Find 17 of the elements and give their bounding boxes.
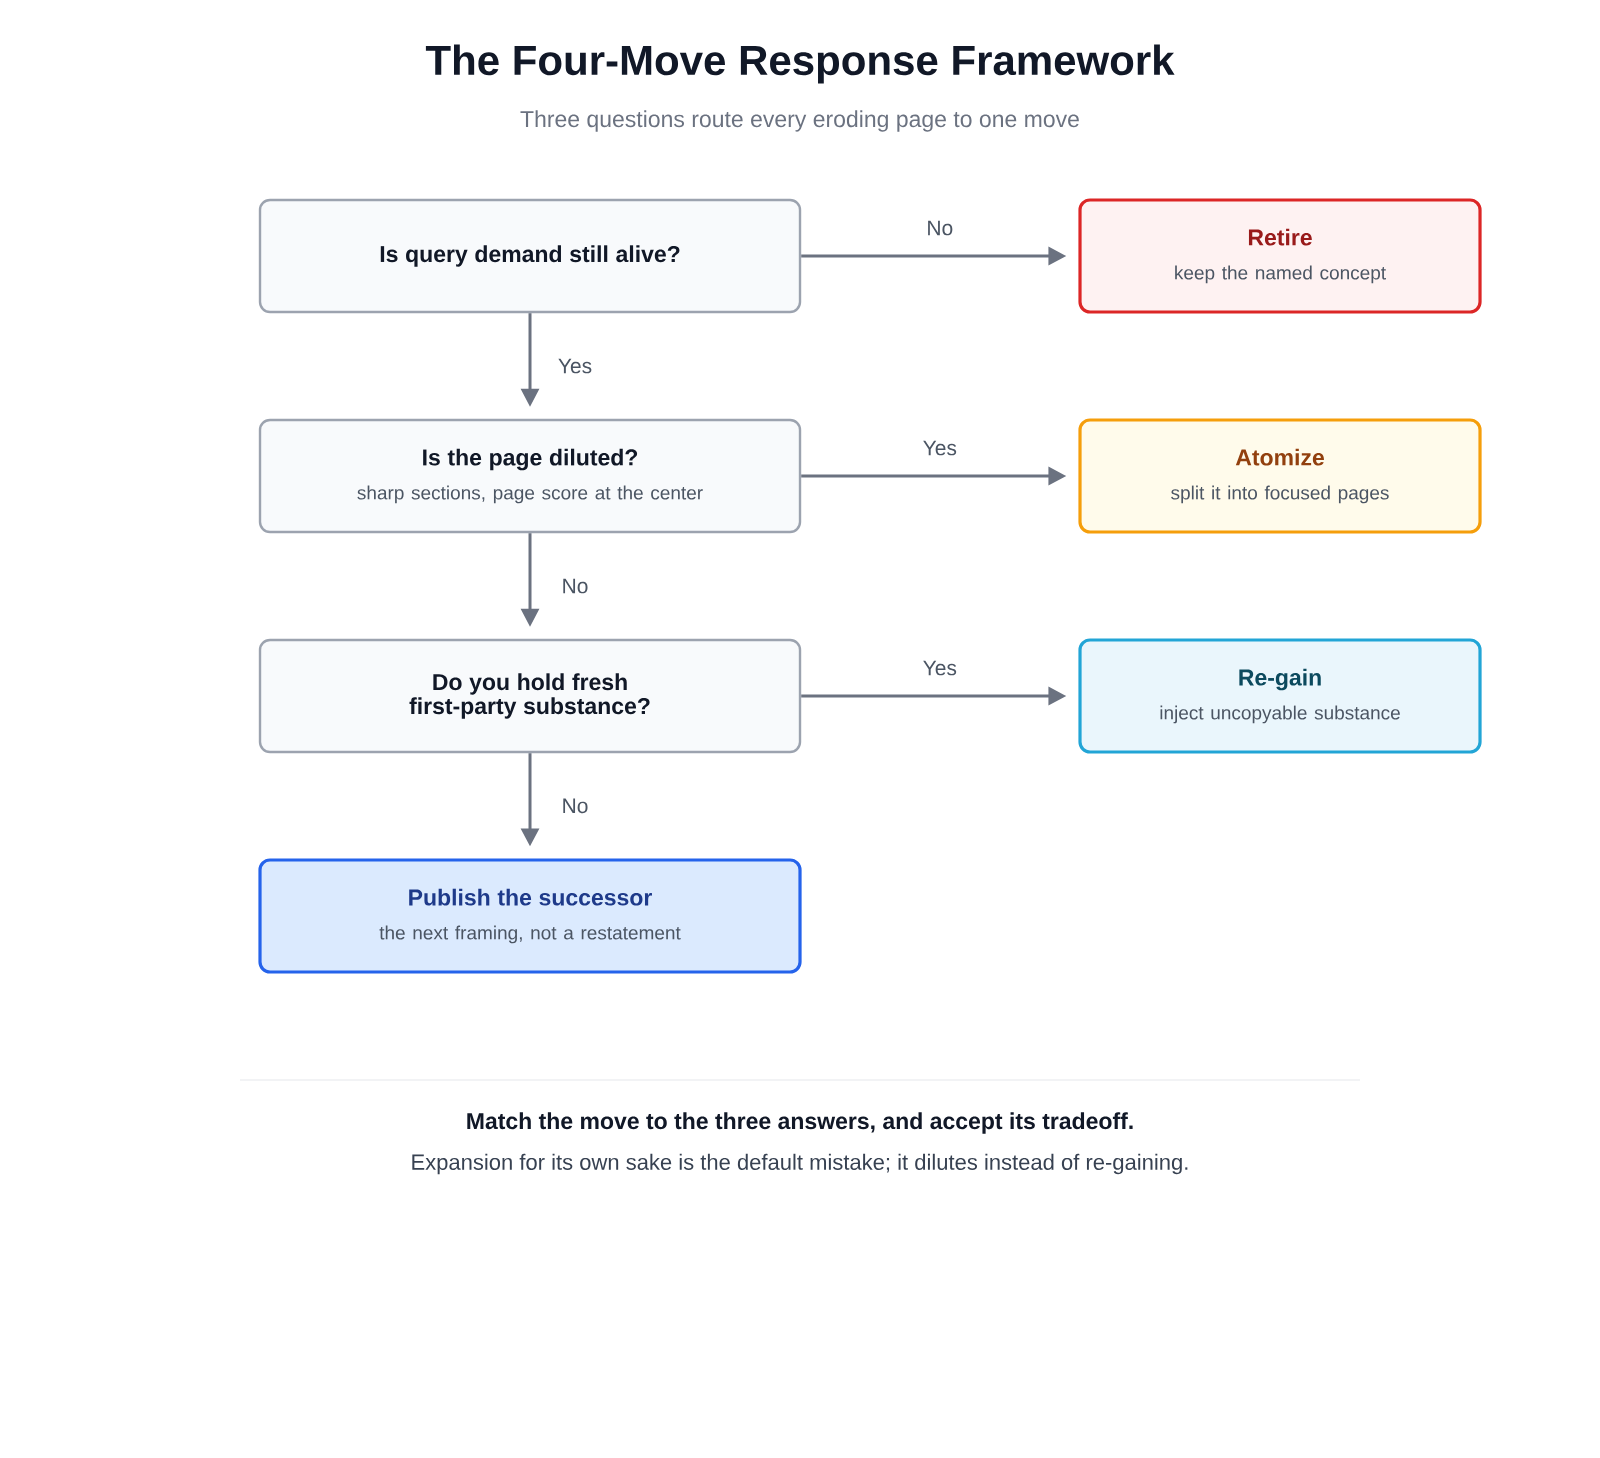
footer-note: Expansion for its own sake is the default mistake; it dilutes instead of re-gaining. [412,1153,1188,1175]
edge-label: Yes [920,658,959,678]
edge-label: Yes [555,356,595,376]
footer-heading: Match the move to the three answers, and accept its tradeoff. [467,1112,1133,1134]
edge-label: Yes [920,438,959,458]
question-box: Is query demand still alive? [258,198,802,314]
edge-label: No [559,576,591,596]
outcome-box: Retire keep the named concept [1078,198,1482,314]
outcome-box: Re-gain inject uncopyable substance [1078,638,1482,754]
subtitle: Three questions route every eroding page to one move [520,110,1079,132]
edge-label: No [559,796,591,816]
question-box: Is the page diluted? sharp sections, page score at the center [258,418,802,534]
title: The Four-Move Response Framework [425,44,1175,84]
outcome-box: Publish the successor the next framing, not a restatement [258,858,802,974]
outcome-box: Atomize split it into focused pages [1078,418,1482,534]
question-box: Do you hold fresh first-party substance? [258,638,802,754]
edge-label: No [924,218,956,238]
